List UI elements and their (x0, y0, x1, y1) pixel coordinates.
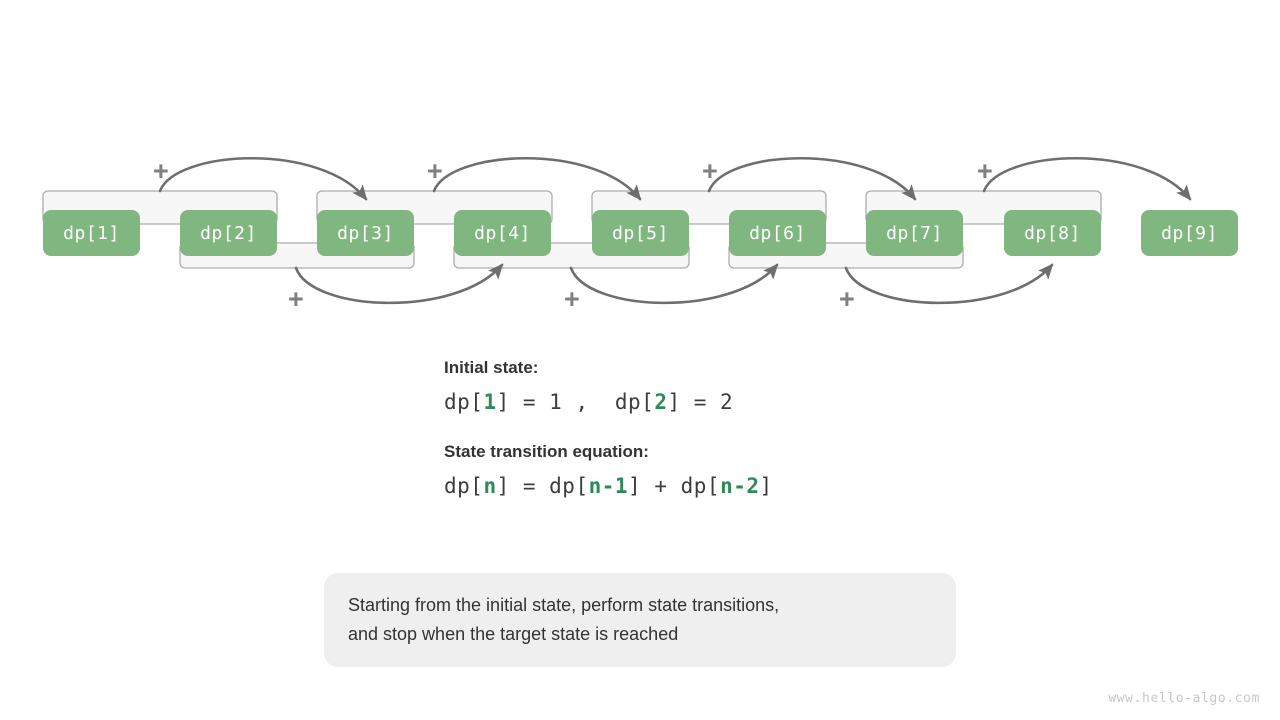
caption-box: Starting from the initial state, perform… (324, 573, 956, 667)
plus-icon-upper-2: + (427, 156, 443, 186)
lower-arrow-group (294, 263, 1054, 305)
upper-arrow-2 (432, 157, 642, 201)
lower-arrow-1 (294, 263, 504, 305)
dp-sequence-stage: dp[1] dp[2] dp[3] dp[4] dp[5] dp[6] dp[7… (0, 0, 1280, 340)
dp-box-7[interactable]: dp[7] (866, 210, 963, 256)
upper-arrow-4 (982, 157, 1192, 201)
equations-block: Initial state: dp[1] = 1 , dp[2] = 2 Sta… (444, 358, 1004, 498)
transition-index-n: n (483, 474, 497, 498)
upper-arrow-1 (158, 157, 368, 201)
plus-icon-lower-2: + (564, 284, 580, 314)
lower-arrow-3 (844, 263, 1054, 305)
dp-box-9[interactable]: dp[9] (1141, 210, 1238, 256)
initial-state-equation: dp[1] = 1 , dp[2] = 2 (444, 390, 1004, 414)
watermark: www.hello-algo.com (1108, 691, 1260, 706)
upper-arrow-group (158, 157, 1192, 201)
dp-box-1[interactable]: dp[1] (43, 210, 140, 256)
plus-icon-lower-3: + (839, 284, 855, 314)
transition-index-n-minus-2: n-2 (720, 474, 760, 498)
lower-arrow-2 (569, 263, 779, 305)
initial-suffix-b: ] = 2 (667, 390, 734, 414)
transition-equation: dp[n] = dp[n-1] + dp[n-2] (444, 474, 1004, 498)
lower-bracket-group (179, 242, 964, 269)
plus-icon-upper-3: + (702, 156, 718, 186)
dp-box-2[interactable]: dp[2] (180, 210, 277, 256)
upper-arrow-3 (707, 157, 917, 201)
caption-line-1: Starting from the initial state, perform… (348, 595, 780, 616)
dp-box-8[interactable]: dp[8] (1004, 210, 1101, 256)
dp-box-3[interactable]: dp[3] (317, 210, 414, 256)
dp-box-5[interactable]: dp[5] (592, 210, 689, 256)
dp-connectors-svg (42, 157, 1192, 305)
transition-mid-1: ] = dp[ (496, 474, 589, 498)
initial-prefix-a: dp[ (444, 390, 484, 414)
transition-suffix: ] (759, 474, 773, 498)
plus-icon-lower-1: + (288, 284, 304, 314)
plus-icon-upper-4: + (977, 156, 993, 186)
plus-icon-upper-1: + (153, 156, 169, 186)
initial-state-heading: Initial state: (444, 358, 539, 377)
transition-heading: State transition equation: (444, 442, 649, 461)
dp-box-4[interactable]: dp[4] (454, 210, 551, 256)
transition-index-n-minus-1: n-1 (588, 474, 629, 498)
caption-line-2: and stop when the target state is reache… (348, 624, 679, 644)
transition-prefix: dp[ (444, 474, 484, 498)
initial-mid-a: ] = 1 , dp[ (496, 390, 655, 414)
initial-index-a: 1 (483, 390, 497, 414)
dp-box-6[interactable]: dp[6] (729, 210, 826, 256)
caption-text: Starting from the initial state, perform… (348, 591, 779, 649)
initial-index-b: 2 (654, 390, 668, 414)
transition-mid-2: ] + dp[ (628, 474, 721, 498)
